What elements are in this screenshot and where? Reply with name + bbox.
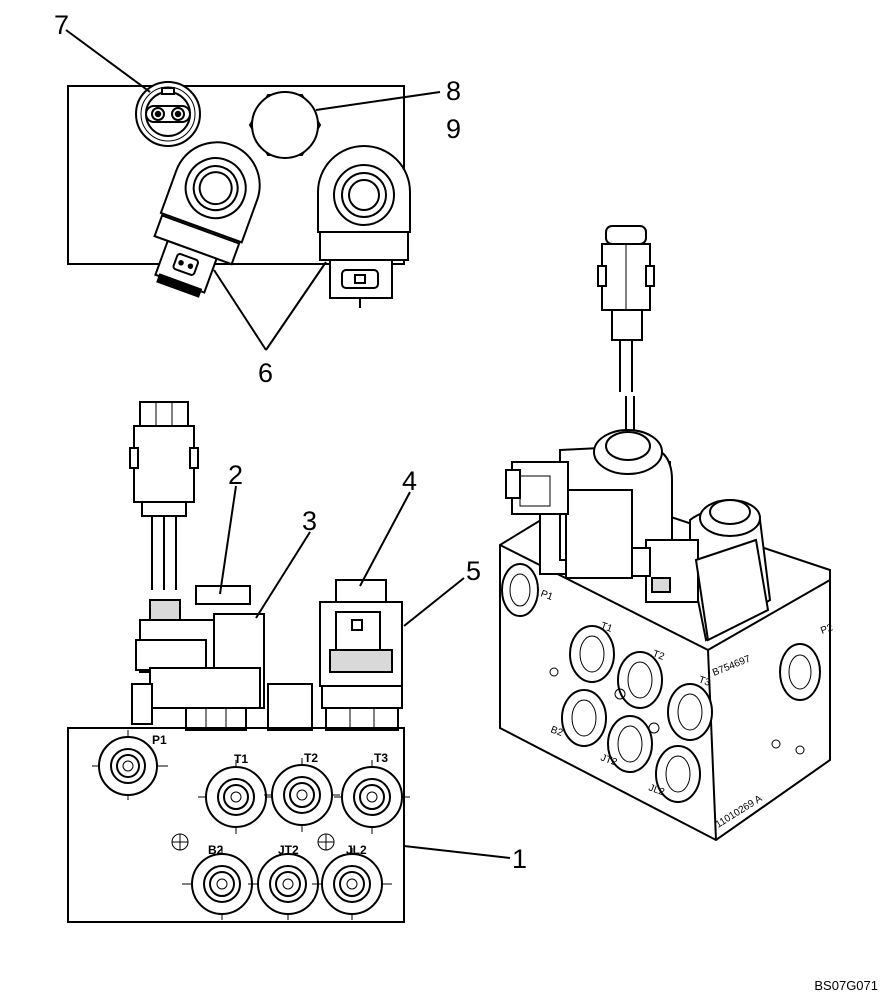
front-view: P1 T1 T2 T3 B2 JT2 JL2 [67, 401, 511, 923]
front-port-label-t3: T3 [374, 751, 388, 765]
front-connector [129, 401, 199, 590]
iso-port-label-jt2: JT2 [599, 752, 619, 768]
leader-6a [213, 269, 267, 351]
callout-4: 4 [402, 466, 417, 496]
right-coil [317, 145, 411, 308]
callout-6: 6 [258, 358, 273, 388]
iso-small-hole [549, 667, 559, 677]
leader-3 [255, 531, 311, 619]
front-port-b2 [182, 848, 262, 920]
iso-port-jl2 [655, 745, 701, 803]
iso-port-label-p2: P2 [819, 622, 835, 637]
iso-top-connector [597, 225, 655, 430]
top-view [65, 29, 441, 351]
callout-8: 8 [446, 76, 461, 106]
front-mount-hole-right [317, 833, 335, 851]
front-left-cartridge [131, 585, 265, 731]
front-center-stud [267, 683, 313, 731]
leader-4 [359, 491, 411, 587]
front-port-t3 [334, 760, 410, 834]
front-port-jl2 [312, 848, 392, 920]
iso-small-hole [648, 722, 660, 734]
callout-2: 2 [228, 460, 243, 490]
callout-9: 9 [446, 114, 461, 144]
iso-port-b2 [561, 689, 607, 747]
front-port-label-p1: P1 [152, 733, 167, 747]
iso-coil-main [505, 429, 673, 579]
iso-port-t3 [667, 683, 713, 741]
iso-small-hole [795, 745, 805, 755]
front-port-label-t2: T2 [304, 751, 318, 765]
iso-port-p2 [779, 643, 821, 701]
callout-7: 7 [54, 10, 69, 40]
iso-view: P1 T1 T2 T3 B2 JT2 JL2 P2 B754697 110102… [499, 225, 835, 842]
iso-port-t2 [617, 651, 663, 709]
iso-port-label-t3: T3 [697, 674, 712, 688]
reference-code: BS07G071 [814, 978, 878, 993]
leader-6b [265, 261, 327, 351]
iso-port-p1 [501, 563, 539, 617]
iso-port-label-t2: T2 [651, 648, 666, 662]
iso-small-hole [614, 688, 626, 700]
front-port-label-b2: B2 [208, 843, 224, 857]
callout-1: 1 [512, 844, 527, 874]
front-port-label-jt2: JT2 [278, 843, 299, 857]
front-manifold [67, 727, 405, 923]
iso-port-label-p1: P1 [539, 588, 555, 603]
iso-port-label-jl2: JL2 [647, 782, 666, 798]
iso-port-jt2 [607, 715, 653, 773]
iso-port-label-b2: B2 [549, 724, 565, 739]
front-port-t1 [198, 760, 274, 834]
left-coil [153, 141, 261, 298]
callout-5: 5 [466, 556, 481, 586]
front-port-p1 [92, 730, 168, 800]
iso-port-t1 [569, 625, 615, 683]
iso-small-hole [771, 739, 781, 749]
front-port-label-jl2: JL2 [346, 843, 367, 857]
round-connector [135, 81, 201, 147]
iso-port-label-t1: T1 [599, 620, 614, 634]
front-port-t2 [264, 758, 340, 832]
front-port-label-t1: T1 [234, 752, 248, 766]
front-right-cartridge [319, 579, 403, 731]
callout-3: 3 [302, 506, 317, 536]
front-port-jt2 [248, 848, 328, 920]
leader-7 [65, 29, 151, 93]
hex-plug [248, 91, 322, 159]
leader-2 [219, 485, 237, 595]
leader-5 [403, 577, 465, 627]
front-mount-hole-left [171, 833, 189, 851]
iso-coil-front [631, 499, 772, 642]
leader-8 [315, 91, 441, 111]
leader-1 [403, 845, 511, 859]
